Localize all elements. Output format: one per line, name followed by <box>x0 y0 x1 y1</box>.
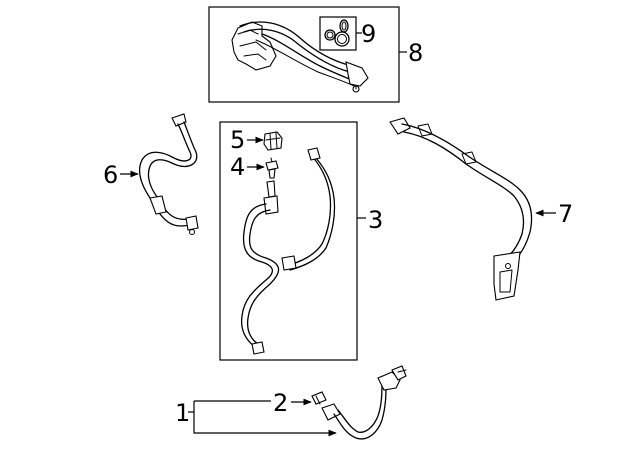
hose-part-7[interactable] <box>389 117 533 301</box>
callout-6: 6 <box>103 161 118 189</box>
box-8-frame <box>208 6 400 103</box>
part-5-cap[interactable] <box>263 131 283 151</box>
callout-1-lower-arrow <box>193 401 337 437</box>
hose-part-6[interactable] <box>138 113 199 235</box>
hose-assembly-8[interactable] <box>231 21 369 93</box>
callout-2: 2 <box>273 389 288 417</box>
group-box-8: 9 8 <box>208 6 423 103</box>
group-box-3: 5 4 3 <box>219 121 383 361</box>
group-part-7: 7 <box>389 117 573 301</box>
group-part-6: 6 <box>103 113 199 235</box>
hose-assembly-3[interactable] <box>240 147 336 355</box>
callout-5: 5 <box>230 126 245 154</box>
hose-part-1[interactable] <box>321 365 407 440</box>
callout-7: 7 <box>558 200 573 228</box>
part-4-valve[interactable] <box>265 157 279 179</box>
callout-8: 8 <box>408 39 423 67</box>
box-3-frame <box>219 121 358 361</box>
part-2-valve[interactable] <box>311 391 327 405</box>
callout-4: 4 <box>230 153 245 181</box>
callout-9: 9 <box>361 20 376 48</box>
seal-kit-9[interactable] <box>319 16 357 51</box>
callout-3: 3 <box>368 206 383 234</box>
callout-1: 1 <box>175 399 190 427</box>
group-part-1-2: 2 1 <box>175 365 407 440</box>
